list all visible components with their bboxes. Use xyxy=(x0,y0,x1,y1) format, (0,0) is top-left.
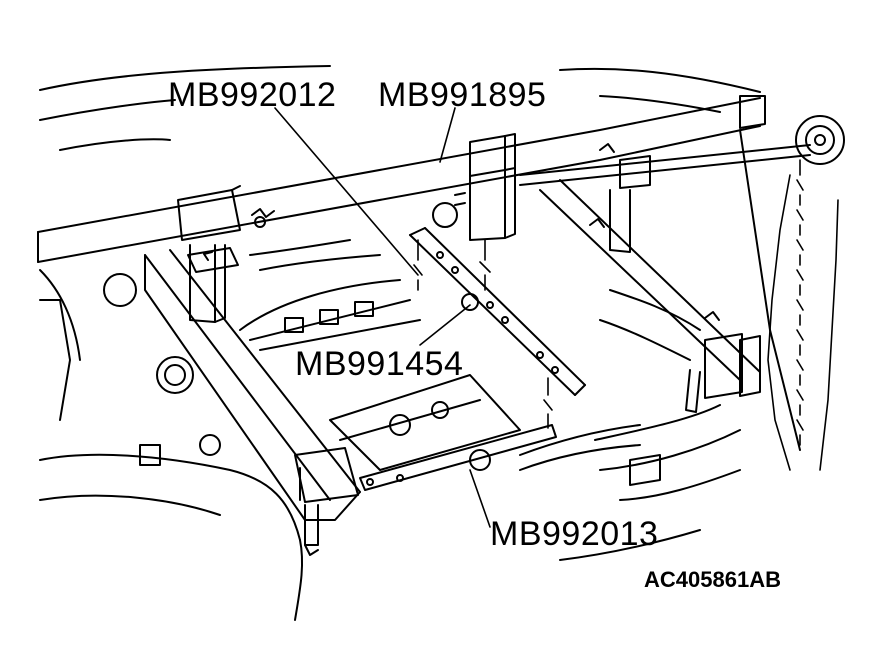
leader-mb991454 xyxy=(419,304,471,346)
engine-block xyxy=(103,202,701,486)
callout-mb991454: MB991454 xyxy=(295,345,464,383)
car-body-outline xyxy=(39,65,801,621)
callout-mb992013: MB992013 xyxy=(490,515,659,553)
center-support-frame xyxy=(454,133,516,311)
callout-mb991895: MB991895 xyxy=(378,76,547,114)
right-support-frame xyxy=(539,143,761,413)
callout-mb992012: MB992012 xyxy=(168,76,337,114)
figure-code: AC405861AB xyxy=(644,567,781,592)
leader-lines xyxy=(274,107,491,528)
crossbar-beam xyxy=(37,95,766,263)
leader-mb992013 xyxy=(469,469,491,528)
engine-hanger-bar xyxy=(409,227,586,396)
leader-mb991895 xyxy=(439,107,456,163)
lower-hanger-plate xyxy=(359,377,557,491)
pulley-rod xyxy=(519,115,845,186)
left-support-frame xyxy=(144,185,361,556)
leader-mb992012 xyxy=(274,107,419,276)
hanging-chain xyxy=(767,159,839,471)
